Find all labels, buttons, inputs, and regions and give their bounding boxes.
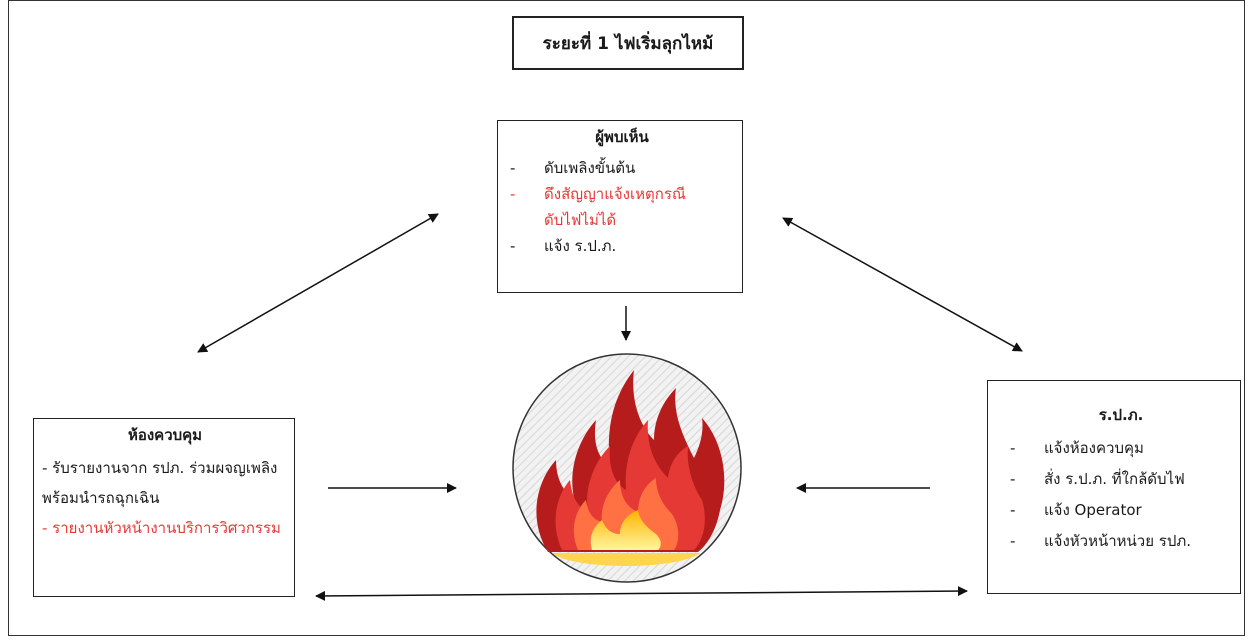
guard-item: -แจ้ง Operator [1010,501,1142,519]
arrow-finder-control [197,213,439,353]
finder-item: -ดึงสัญญาแจ้งเหตุกรณี [510,185,686,203]
diagram-frame [8,0,1245,636]
fire-icon [512,353,742,583]
arrow-control-guard [315,586,968,601]
guard-heading: ร.ป.ภ. [1098,406,1144,424]
finder-heading: ผู้พบเห็น [595,128,649,146]
finder-box: ผู้พบเห็น -ดับเพลิงขั้นต้น -ดึงสัญญาแจ้ง… [497,120,743,293]
control-room-heading: ห้องควบคุม [127,426,203,444]
finder-item: -ดับเพลิงขั้นต้น [510,159,636,177]
control-room-item: - รายงานหัวหน้างานบริการวิศวกรรม [42,519,281,537]
control-room-box: ห้องควบคุม - รับรายงานจาก รปภ. ร่วมผจญเพ… [33,418,295,597]
diagram-title: ระยะที่ 1 ไฟเริ่มลุกไหม้ [512,16,744,70]
guard-item: -สั่ง ร.ป.ภ. ที่ใกล้ดับไฟ [1010,470,1185,488]
finder-item: -แจ้ง ร.ป.ภ. [510,237,617,255]
control-room-item: - รับรายงานจาก รปภ. ร่วมผจญเพลิงพร้อมนำร… [42,459,278,507]
guard-item: -แจ้งหัวหน้าหน่วย รปภ. [1010,532,1192,550]
arrow-finder-guard [782,217,1023,352]
guard-item: -แจ้งห้องควบคุม [1010,439,1144,457]
finder-item: ดับไฟไม่ได้ [544,211,617,229]
guard-box: ร.ป.ภ. -แจ้งห้องควบคุม -สั่ง ร.ป.ภ. ที่ใ… [987,380,1241,594]
